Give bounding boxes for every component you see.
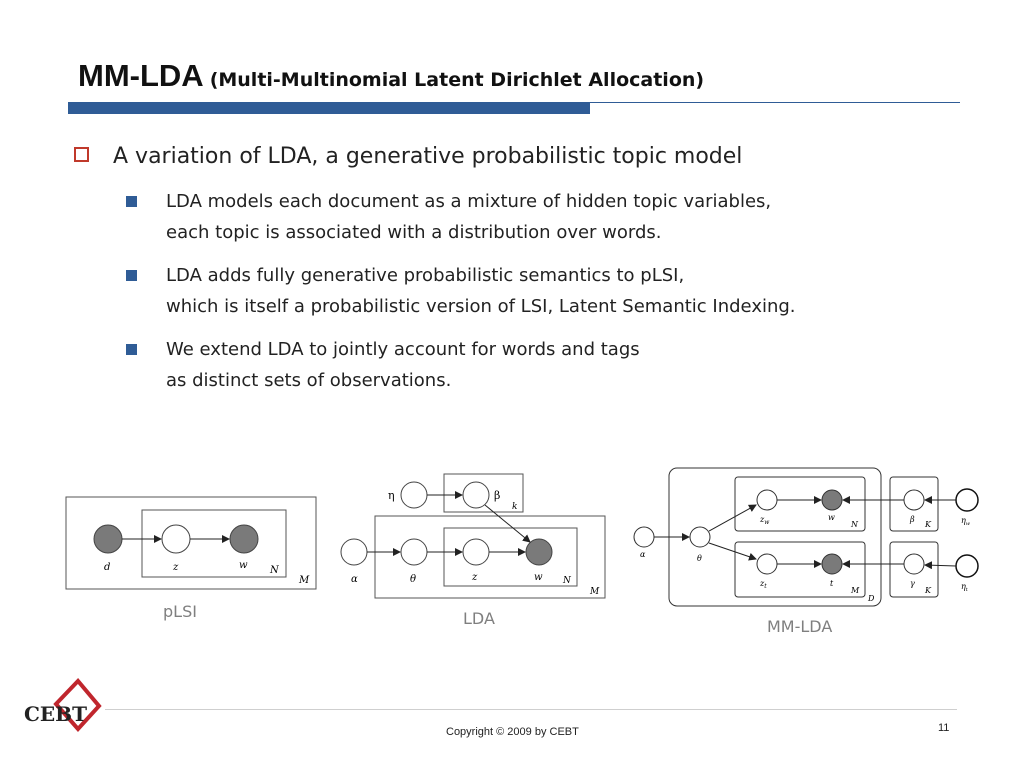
caption-lda: LDA [463, 609, 495, 628]
lda-node-beta [462, 481, 490, 509]
sub-bullet-1: LDA models each document as a mixture of… [126, 186, 771, 248]
lda-label-beta: β [494, 489, 500, 502]
plsi-node-z [161, 524, 191, 554]
lda-label-M: M [589, 587, 600, 597]
mmlda-label-eta-w: ηw [961, 516, 971, 527]
sub-bullet-3-line2: as distinct sets of observations. [166, 370, 452, 391]
lda-label-N: N [562, 576, 572, 586]
plsi-plate-M [65, 496, 317, 590]
logo-text: CEBT [24, 702, 87, 726]
mmlda-edge-theta-zt [708, 542, 757, 561]
slide-title: MM-LDA(Multi-Multinomial Latent Dirichle… [78, 58, 704, 94]
mmlda-label-zt: zt [759, 579, 767, 590]
mmlda-plate-N [734, 476, 866, 532]
title-underline-thin [590, 102, 960, 103]
mmlda-label-zw: zw [759, 515, 770, 526]
mmlda-label-alpha: α [640, 550, 646, 559]
mmlda-label-K1: K [924, 520, 932, 529]
mmlda-plate-K1 [889, 476, 939, 532]
mmlda-label-D: D [867, 594, 875, 603]
page-number: 11 [938, 722, 950, 734]
mmlda-node-zt [756, 553, 778, 575]
mmlda-node-alpha [633, 526, 655, 548]
mmlda-label-theta: θ [697, 554, 702, 563]
lda-diagram: η β k α θ z w N M [340, 473, 606, 599]
plsi-node-d [93, 524, 123, 554]
mmlda-plate-M [734, 541, 866, 598]
plsi-label-d: d [104, 562, 110, 573]
mmlda-label-N: N [850, 520, 859, 529]
title-main: MM-LDA [78, 58, 204, 93]
lda-plate-M [374, 515, 606, 599]
mmlda-node-eta-w [955, 488, 979, 512]
lda-label-k: k [512, 502, 517, 512]
hollow-square-bullet-icon [74, 147, 89, 162]
plsi-plate-N [141, 509, 287, 578]
sub-bullet-1-line2: each topic is associated with a distribu… [166, 222, 662, 243]
sub-bullet-3: We extend LDA to jointly account for wor… [126, 334, 640, 396]
sub-bullet-2-line1: LDA adds fully generative probabilistic … [166, 265, 685, 286]
title-underline-thick [68, 102, 590, 114]
lda-plate-N [443, 527, 578, 587]
mmlda-label-gamma: γ [910, 579, 915, 588]
lda-label-alpha: α [351, 574, 358, 585]
sub-bullet-2-line2: which is itself a probabilistic version … [166, 296, 796, 317]
plsi-label-N: N [269, 565, 280, 576]
mmlda-label-eta-t: ηt [961, 582, 969, 593]
plsi-diagram: d z w N M [65, 496, 317, 590]
lda-node-theta [400, 538, 428, 566]
mmlda-edge-etat-gamma [924, 561, 957, 570]
lda-label-theta: θ [410, 574, 416, 585]
lda-node-z [462, 538, 490, 566]
lda-node-alpha [340, 538, 368, 566]
lda-label-eta: η [388, 489, 395, 502]
mmlda-label-M: M [850, 586, 860, 595]
cebt-logo: CEBT [24, 678, 102, 732]
square-bullet-icon [126, 344, 137, 355]
lda-plate-k [443, 473, 524, 513]
lda-node-eta [400, 481, 428, 509]
mmlda-label-t: t [830, 579, 834, 588]
mmlda-node-zw [756, 489, 778, 511]
mmlda-label-w: w [828, 513, 835, 522]
sub-bullet-3-line1: We extend LDA to jointly account for wor… [166, 339, 640, 360]
mmlda-edge-theta-zw [708, 504, 757, 532]
mmlda-plate-K2 [889, 541, 939, 598]
logo-diamond-icon [53, 678, 102, 732]
mmlda-node-w [821, 489, 843, 511]
bullet-main-text: A variation of LDA, a generative probabi… [113, 144, 743, 169]
mmlda-node-t [821, 553, 843, 575]
mmlda-node-theta [689, 526, 711, 548]
lda-label-w: w [534, 572, 543, 583]
mmlda-label-beta: β [909, 515, 915, 524]
lda-node-w [525, 538, 553, 566]
plsi-label-w: w [239, 560, 248, 571]
title-subtitle: (Multi-Multinomial Latent Dirichlet Allo… [209, 69, 705, 91]
mmlda-label-K2: K [924, 586, 932, 595]
bullet-main: A variation of LDA, a generative probabi… [74, 144, 742, 169]
lda-edge-beta-w [484, 504, 531, 543]
mmlda-node-gamma [903, 553, 925, 575]
lda-label-z: z [471, 572, 478, 583]
sub-bullet-1-line1: LDA models each document as a mixture of… [166, 191, 772, 212]
square-bullet-icon [126, 196, 137, 207]
footer-copyright: Copyright © 2009 by CEBT [446, 726, 579, 738]
caption-plsi: pLSI [163, 602, 197, 621]
mmlda-node-eta-t [955, 554, 979, 578]
plsi-node-w [229, 524, 259, 554]
sub-bullet-2: LDA adds fully generative probabilistic … [126, 260, 796, 322]
footer-divider [105, 709, 957, 710]
plsi-label-z: z [172, 562, 179, 573]
mmlda-node-beta [903, 489, 925, 511]
plsi-label-M: M [298, 575, 310, 586]
mmlda-diagram: α θ zw w N β K ηw zt t M D γ K ηt [633, 467, 979, 607]
caption-mmlda: MM-LDA [767, 617, 833, 636]
square-bullet-icon [126, 270, 137, 281]
